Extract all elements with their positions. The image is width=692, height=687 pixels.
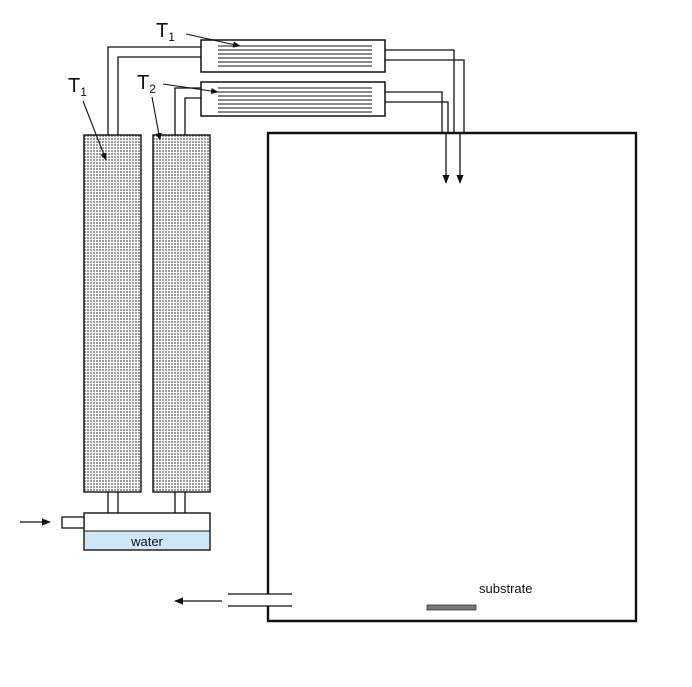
pipe-exchanger-t2-to-chamber [385,91,449,133]
column-reservoir-connectors [107,492,186,513]
column-t2 [152,134,211,493]
label-t2: T2 [137,72,156,96]
reservoir-inlet-nozzle [61,516,85,529]
pipe-exchanger-t1-to-chamber [385,49,465,133]
label-water: water [130,534,163,549]
heat-exchanger-t1 [200,39,386,73]
column-t1 [83,134,142,493]
label-t1-left: T1 [68,75,87,99]
substrate [426,604,477,611]
pipe-column1-to-exchanger-top [107,46,201,135]
water-reservoir [61,512,211,551]
pipe-column2-to-exchanger-bottom [174,87,201,135]
water-level [85,531,209,549]
label-substrate: substrate [479,581,532,596]
label-t1-top: T1 [156,20,175,44]
chamber-outlet-tube [228,593,292,607]
label-leader-lines [82,33,241,161]
deposition-chamber [266,131,638,623]
heat-exchanger-t2 [200,81,386,117]
